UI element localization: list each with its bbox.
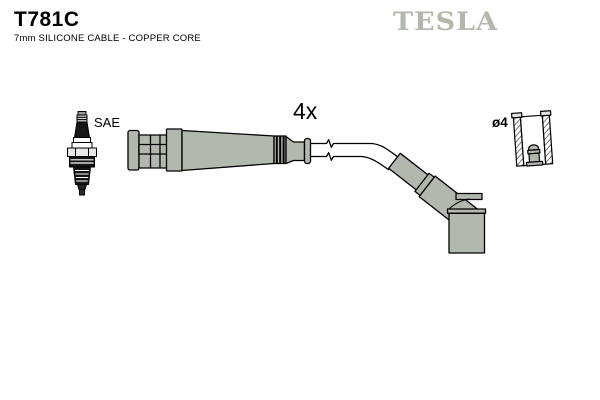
cap-terminal-stud xyxy=(525,144,544,167)
straight-boot-icon xyxy=(127,128,312,172)
terminal-cap-icon xyxy=(510,110,554,167)
cable-wire-icon xyxy=(310,139,399,171)
cable-spec-subtitle: 7mm SILICONE CABLE - COPPER CORE xyxy=(14,33,201,44)
part-number: T781C xyxy=(14,8,80,31)
angled-boot-icon xyxy=(387,152,487,254)
sae-label: SAE xyxy=(94,115,121,130)
tesla-logo: TESLA xyxy=(393,8,499,37)
spark-plug-icon xyxy=(67,111,97,196)
quantity-label: 4x xyxy=(293,98,318,124)
terminal-diameter-label: ø4 xyxy=(492,115,508,130)
